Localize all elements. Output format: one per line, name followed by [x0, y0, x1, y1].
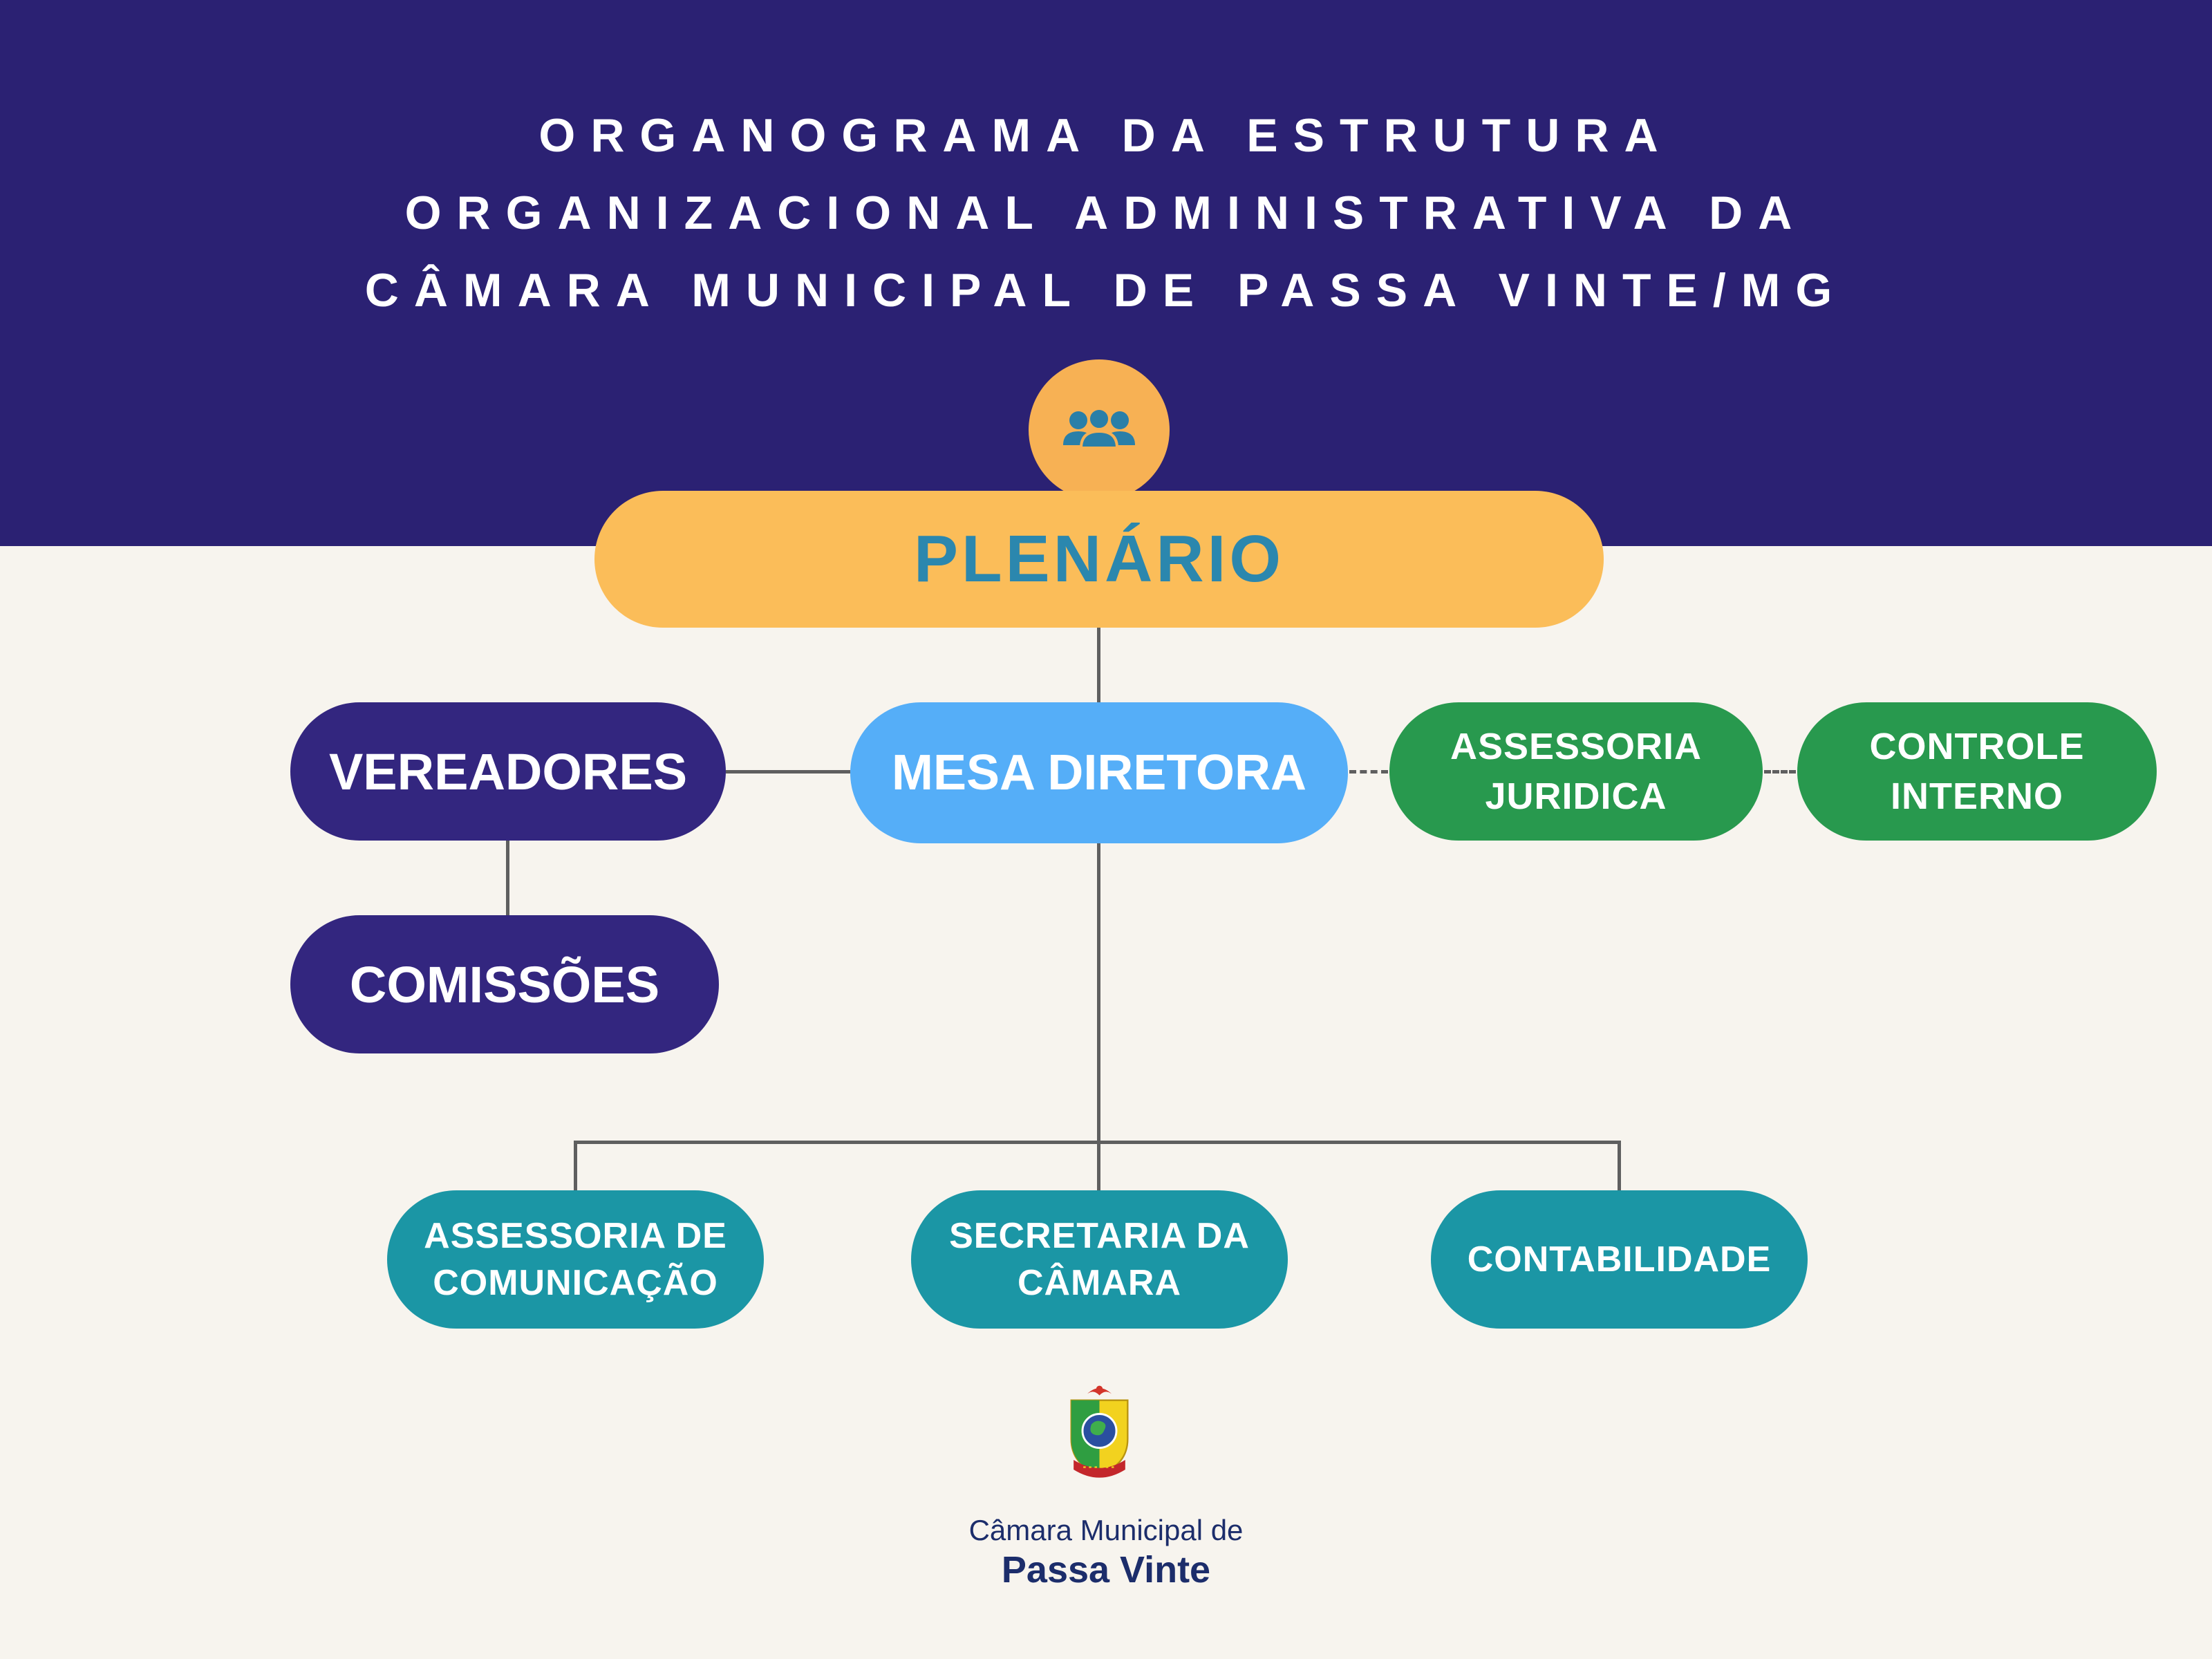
node-vereadores: VEREADORES: [290, 702, 726, 841]
node-secretaria-da-camara-line1: SECRETARIA DA: [949, 1216, 1250, 1256]
title-line-3: CÂMARA MUNICIPAL DE PASSA VINTE/MG: [364, 264, 1848, 317]
node-assessoria-juridica: ASSESSORIA JURIDICA: [1389, 702, 1763, 841]
people-group-icon: [1029, 359, 1170, 500]
coat-of-arms-logo: [1049, 1382, 1150, 1503]
org-name-line2: Passa Vinte: [1001, 1549, 1211, 1591]
node-controle-interno-line1: CONTROLE: [1869, 726, 2085, 767]
node-vereadores-label: VEREADORES: [328, 742, 688, 800]
title-line-1: ORGANOGRAMA DA ESTRUTURA: [538, 109, 1674, 162]
node-comissoes: COMISSÕES: [290, 915, 719, 1053]
node-assessoria-juridica-line2: JURIDICA: [1485, 776, 1667, 817]
node-mesa-diretora: MESA DIRETORA: [850, 702, 1348, 843]
poster-title: ORGANOGRAMA DA ESTRUTURA ORGANIZACIONAL …: [0, 97, 2212, 329]
node-assessoria-de-comunicacao-line1: ASSESSORIA DE: [424, 1216, 727, 1256]
node-controle-interno-line2: INTERNO: [1891, 776, 2063, 817]
connector-vereadores-mesa: [726, 770, 850, 774]
connector-vereadores-comissoes: [506, 841, 509, 917]
node-plenario: PLENÁRIO: [594, 491, 1604, 628]
connector-mesa-branch: [1097, 843, 1100, 1143]
node-assessoria-juridica-line1: ASSESSORIA: [1450, 726, 1703, 767]
node-assessoria-de-comunicacao-line2: COMUNICAÇÃO: [433, 1263, 718, 1303]
node-contabilidade: CONTABILIDADE: [1431, 1190, 1808, 1329]
connector-stub-assessoria-comunicacao: [574, 1141, 577, 1193]
node-assessoria-de-comunicacao: ASSESSORIA DE COMUNICAÇÃO: [387, 1190, 764, 1329]
title-line-2: ORGANIZACIONAL ADMINISTRATIVA DA: [404, 187, 1808, 239]
node-plenario-label: PLENÁRIO: [913, 522, 1285, 596]
connector-plenario-mesa: [1097, 626, 1100, 704]
connector-stub-contabilidade: [1618, 1141, 1621, 1193]
node-comissoes-label: COMISSÕES: [349, 955, 660, 1013]
node-contabilidade-label: CONTABILIDADE: [1467, 1239, 1772, 1280]
connector-mesa-assessoria-juridica-dashed: [1349, 770, 1388, 774]
connector-assessoria-controle-dashed: [1764, 770, 1796, 774]
node-secretaria-da-camara: SECRETARIA DA CÂMARA: [911, 1190, 1288, 1329]
connector-stub-secretaria: [1097, 1141, 1100, 1193]
node-controle-interno: CONTROLE INTERNO: [1797, 702, 2157, 841]
org-name-line1: Câmara Municipal de: [968, 1514, 1244, 1546]
node-mesa-diretora-label: MESA DIRETORA: [891, 745, 1307, 800]
node-secretaria-da-camara-line2: CÂMARA: [1017, 1263, 1182, 1303]
